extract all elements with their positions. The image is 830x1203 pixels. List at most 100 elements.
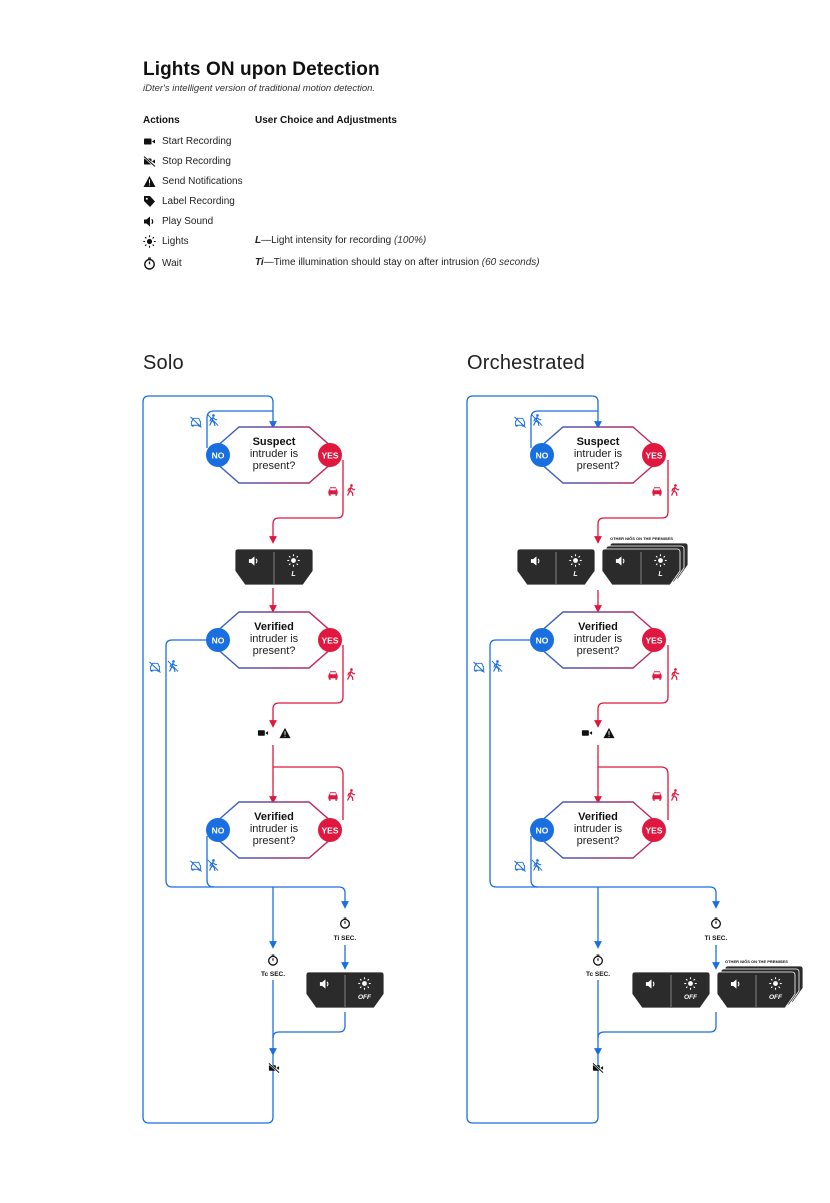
solo-ti-stopwatch-icon <box>340 917 350 929</box>
yes-badge <box>642 443 666 467</box>
device-setting-label: L <box>658 571 662 578</box>
speaker-icon <box>144 216 154 226</box>
orch-off-to-join <box>597 1012 717 1039</box>
solo-camera-off-icon <box>268 1062 280 1074</box>
orch-ti-label: Ti SEC. <box>705 935 728 942</box>
legend-start-recording: Start Recording <box>143 134 231 148</box>
adjustments-heading: User Choice and Adjustments <box>255 115 397 126</box>
wait-adjustment: Ti—Time illumination should stay on afte… <box>255 257 540 268</box>
camera-icon <box>144 138 155 144</box>
page-subtitle: iDter's intelligent version of tradition… <box>143 83 376 94</box>
orch-person-icon <box>671 668 680 680</box>
no-label: NO <box>536 451 549 461</box>
orch-tc-label: Tc SEC. <box>586 971 610 978</box>
question-line: intruder is <box>574 823 623 835</box>
orch-no-vehicle-icon <box>514 860 526 872</box>
orch-vehicle-icon <box>652 671 662 680</box>
solo-outer-loop <box>142 395 277 1124</box>
solo-device-light-on: L <box>234 548 314 586</box>
stopwatch-icon <box>144 257 155 270</box>
question-line: intruder is <box>574 448 623 460</box>
sun-icon <box>769 977 782 990</box>
device-setting-label: OFF <box>684 994 698 1001</box>
orch-camera-icon <box>581 730 593 736</box>
yes-label: YES <box>645 451 662 461</box>
question-title: Verified <box>578 811 618 823</box>
no-badge <box>206 628 230 652</box>
orch-ti-stopwatch-icon <box>711 917 721 929</box>
lights-adjustment: L—Light intensity for recording (100%) <box>255 235 427 246</box>
legend-stop-recording: Stop Recording <box>143 154 231 168</box>
question-line: present? <box>253 460 296 472</box>
solo-no-vehicle-icon <box>190 416 202 428</box>
no-badge <box>206 818 230 842</box>
sun-icon <box>287 554 300 567</box>
question-title: Verified <box>578 621 618 633</box>
orch-other-nios-light-off: OFFOFFOFFOTHER NIÕS ON THE PREMISES <box>716 959 804 1009</box>
solo-q2-yes-path <box>269 645 344 728</box>
solo-off-to-join <box>272 1012 346 1039</box>
orch-device-light-on: L <box>516 548 596 586</box>
solo-no-person-icon <box>207 859 219 871</box>
orch-no-person-icon <box>491 660 503 672</box>
solo-vehicle-icon <box>328 671 338 680</box>
solo-q1-yes-path <box>269 460 344 544</box>
yes-badge <box>642 818 666 842</box>
orchestrated-flow <box>466 395 720 1124</box>
solo-q2-no-path <box>165 639 349 909</box>
solo-camera-icon <box>257 730 269 736</box>
solo-flow <box>142 395 349 1124</box>
legend-wait: Wait <box>143 256 182 270</box>
orch-q1-yes-path <box>594 460 669 544</box>
solo-ti-label: Ti SEC. <box>334 935 357 942</box>
device-setting-label: L <box>573 571 577 578</box>
sun-icon <box>143 234 156 248</box>
question-line: present? <box>577 645 620 657</box>
solo-no-vehicle-icon <box>149 661 161 673</box>
sun-icon <box>684 977 697 990</box>
no-label: NO <box>212 451 225 461</box>
orch-no-vehicle-icon <box>514 416 526 428</box>
no-badge <box>530 818 554 842</box>
orch-no-vehicle-icon <box>473 661 485 673</box>
solo-q3-yes-loop <box>273 766 344 820</box>
yes-badge <box>642 628 666 652</box>
orch-device-light-off: OFF <box>631 971 711 1009</box>
yes-badge <box>318 818 342 842</box>
question-line: intruder is <box>250 633 299 645</box>
no-badge <box>530 628 554 652</box>
yes-label: YES <box>645 636 662 646</box>
orch-other-nios-light-off-front: OFF <box>716 971 796 1009</box>
no-label: NO <box>536 636 549 646</box>
device-setting-label: OFF <box>769 994 783 1001</box>
solo-no-person-icon <box>167 660 179 672</box>
no-label: NO <box>212 826 225 836</box>
question-title: Verified <box>254 621 294 633</box>
no-label: NO <box>212 636 225 646</box>
orch-tc-stopwatch-icon <box>593 954 603 966</box>
page-title: Lights ON upon Detection <box>143 59 380 80</box>
question-line: intruder is <box>574 633 623 645</box>
actions-heading: Actions <box>143 115 180 126</box>
sun-icon <box>358 977 371 990</box>
no-badge <box>206 443 230 467</box>
legend-label-recording: Label Recording <box>143 194 235 208</box>
question-line: present? <box>577 835 620 847</box>
question-title: Suspect <box>577 436 620 448</box>
orch-other-nios-light-on-front: L <box>601 548 681 586</box>
solo-no-person-icon <box>207 414 219 426</box>
legend-send-notifications: Send Notifications <box>143 174 243 188</box>
no-label: NO <box>536 826 549 836</box>
solo-warning-icon <box>279 727 291 739</box>
solo-device-light-off: OFF <box>305 971 385 1009</box>
solo-vehicle-icon <box>328 792 338 801</box>
question-title: Verified <box>254 811 294 823</box>
yes-label: YES <box>645 826 662 836</box>
yes-badge <box>318 628 342 652</box>
question-line: intruder is <box>250 823 299 835</box>
